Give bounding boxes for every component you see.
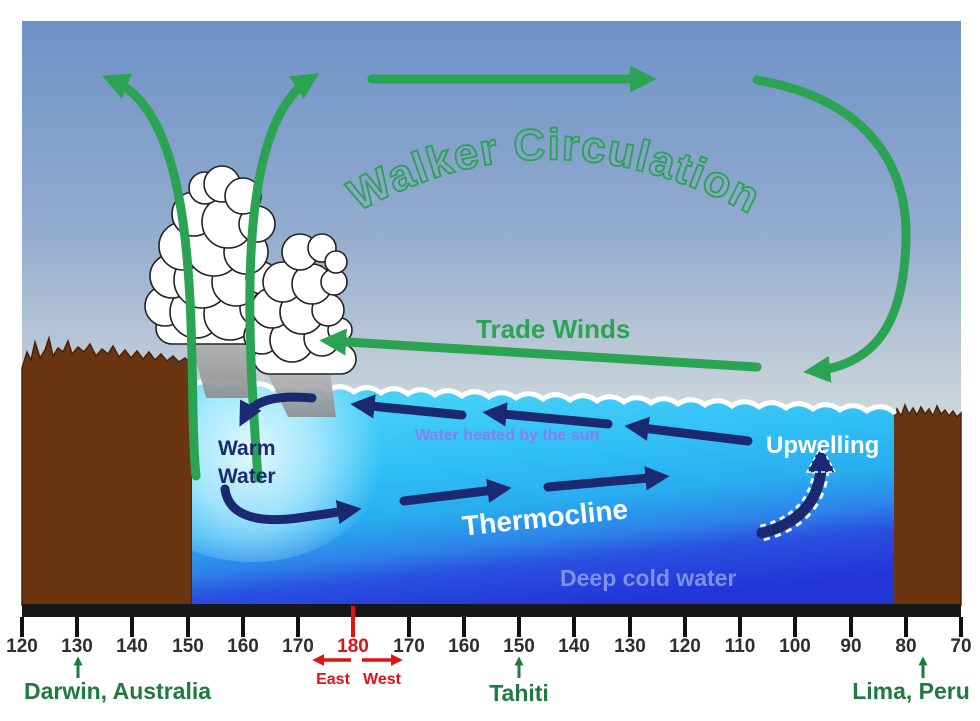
- deep-cold-water-label: Deep cold water: [560, 565, 736, 591]
- land-peru: [892, 402, 962, 606]
- water-heated-label: Water heated by the sun: [415, 427, 599, 444]
- location-markers: Darwin, Australia Tahiti Lima, Peru: [24, 656, 970, 706]
- surface-current-downwelling-arrow: [239, 392, 317, 427]
- east-west-indicator: East West: [312, 654, 403, 688]
- tick-label: 130: [61, 636, 93, 657]
- circulation-arrows: [367, 65, 911, 383]
- warm-water-label-line2: Water: [218, 465, 276, 488]
- upwelling-arrow: [756, 444, 837, 542]
- tahiti-label: Tahiti: [489, 680, 549, 706]
- tick-label: 100: [779, 636, 811, 657]
- tick-label: 90: [840, 636, 861, 657]
- descending-air-arrow: [752, 75, 911, 383]
- tick-label: 160: [227, 636, 259, 657]
- trade-winds-label: Trade Winds: [476, 314, 630, 344]
- surface-current-arrows: [220, 392, 753, 525]
- tick-label: 150: [503, 636, 535, 657]
- tick-label: 120: [6, 636, 38, 657]
- tick-label: 80: [895, 636, 916, 657]
- thermocline-current-arrow: [220, 484, 362, 525]
- rising-air-arrow-left: [102, 73, 201, 481]
- tick-label: 140: [558, 636, 590, 657]
- surface-current-arrow: [482, 402, 613, 429]
- ocean-floor-axis-bar: [22, 604, 961, 617]
- tick-label: 110: [725, 636, 756, 657]
- tick-label: 70: [950, 636, 971, 657]
- tick-label-180: 180: [337, 636, 369, 657]
- surface-current-arrow: [624, 416, 753, 446]
- axis-ticks: [20, 606, 963, 637]
- east-label: East: [316, 671, 350, 688]
- warm-water-label-line1: Warm: [218, 437, 276, 460]
- tick-label: 170: [393, 636, 425, 657]
- darwin-label: Darwin, Australia: [24, 678, 211, 704]
- tick-label: 130: [614, 636, 646, 657]
- thermocline-current-arrow: [543, 466, 670, 492]
- axis-tick-labels: 120 130 140 150 160 170 180 170 160 150 …: [6, 636, 971, 657]
- tick-label: 160: [448, 636, 480, 657]
- tick-label: 120: [669, 636, 701, 657]
- surface-current-arrow: [350, 394, 467, 420]
- rain-shaft-left: [188, 330, 252, 398]
- west-label: West: [363, 671, 402, 688]
- tick-label: 150: [172, 636, 204, 657]
- tick-label: 170: [282, 636, 314, 657]
- tick-label: 140: [116, 636, 148, 657]
- trade-winds-arrow: [319, 328, 762, 372]
- land-australia: [21, 335, 193, 606]
- upwelling-label: Upwelling: [766, 432, 879, 459]
- thermocline-current-arrow: [399, 478, 512, 506]
- lima-label: Lima, Peru: [852, 678, 970, 704]
